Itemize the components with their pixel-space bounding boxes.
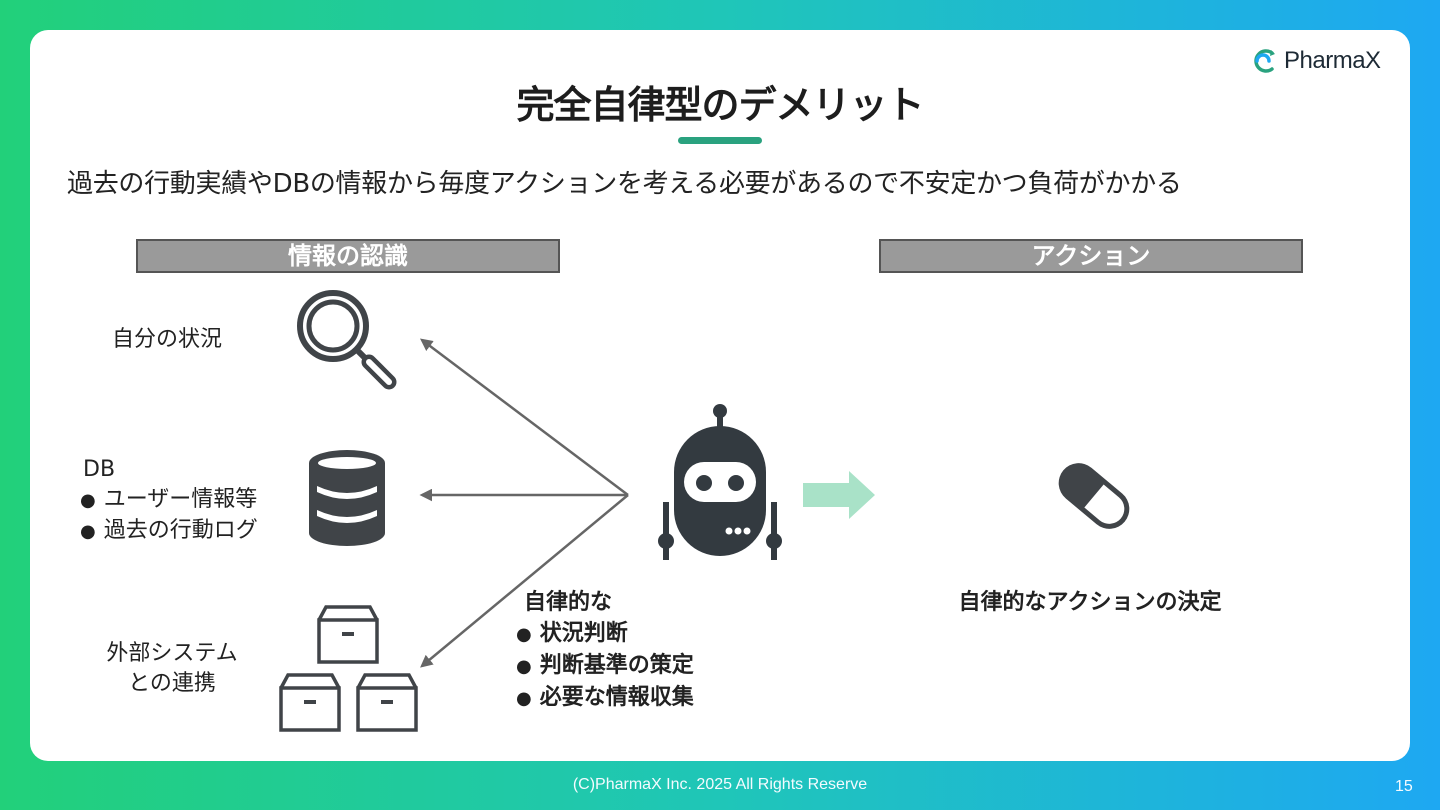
db-label-group: DB ユーザー情報等 過去の行動ログ <box>80 455 258 547</box>
list-item: 過去の行動ログ <box>80 516 258 547</box>
connector-arrows <box>419 338 629 668</box>
list-item: 必要な情報収集 <box>516 682 694 714</box>
label-db: DB <box>83 457 116 482</box>
footer-copyright: (C)PharmaX Inc. 2025 All Rights Reserve <box>572 776 868 793</box>
slide-subtitle: 過去の行動実績やDBの情報から毎度アクションを考える必要があるので不安定かつ負荷… <box>67 169 1182 199</box>
db-bullet-list: ユーザー情報等 過去の行動ログ <box>80 485 258 547</box>
agent-capabilities: 自律的な 状況判断 判断基準の策定 必要な情報収集 <box>524 587 694 714</box>
agent-heading: 自律的な <box>524 590 613 615</box>
label-own-situation: 自分の状況 <box>112 327 223 352</box>
pharmax-logo-icon <box>1254 49 1275 73</box>
database-icon <box>309 450 385 546</box>
label-external-systems: 外部システム との連携 <box>92 639 252 699</box>
label-line: との連携 <box>128 671 216 696</box>
action-caption: 自律的なアクションの決定 <box>958 590 1222 615</box>
brand-logo: PharmaX <box>1248 47 1381 75</box>
list-item: 判断基準の策定 <box>516 650 694 682</box>
title-underline <box>678 137 762 144</box>
pill-icon <box>1058 463 1130 529</box>
list-item: ユーザー情報等 <box>80 485 258 516</box>
label-line: 外部システム <box>106 641 238 666</box>
arrow-right-icon <box>803 471 875 519</box>
slide-card: PharmaX 完全自律型のデメリット 過去の行動実績やDBの情報から毎度アクシ… <box>30 30 1410 761</box>
agent-bullet-list: 状況判断 判断基準の策定 必要な情報収集 <box>516 618 694 714</box>
list-item: 状況判断 <box>516 618 694 650</box>
page-title: 完全自律型のデメリット <box>516 83 924 127</box>
robot-icon <box>658 404 782 560</box>
boxes-icon <box>279 605 418 732</box>
header-action: アクション <box>879 239 1303 273</box>
header-information-recognition: 情報の認識 <box>136 239 560 273</box>
magnifier-icon <box>297 290 397 390</box>
brand-name: PharmaX <box>1284 47 1381 74</box>
page-number: 15 <box>1395 778 1413 795</box>
